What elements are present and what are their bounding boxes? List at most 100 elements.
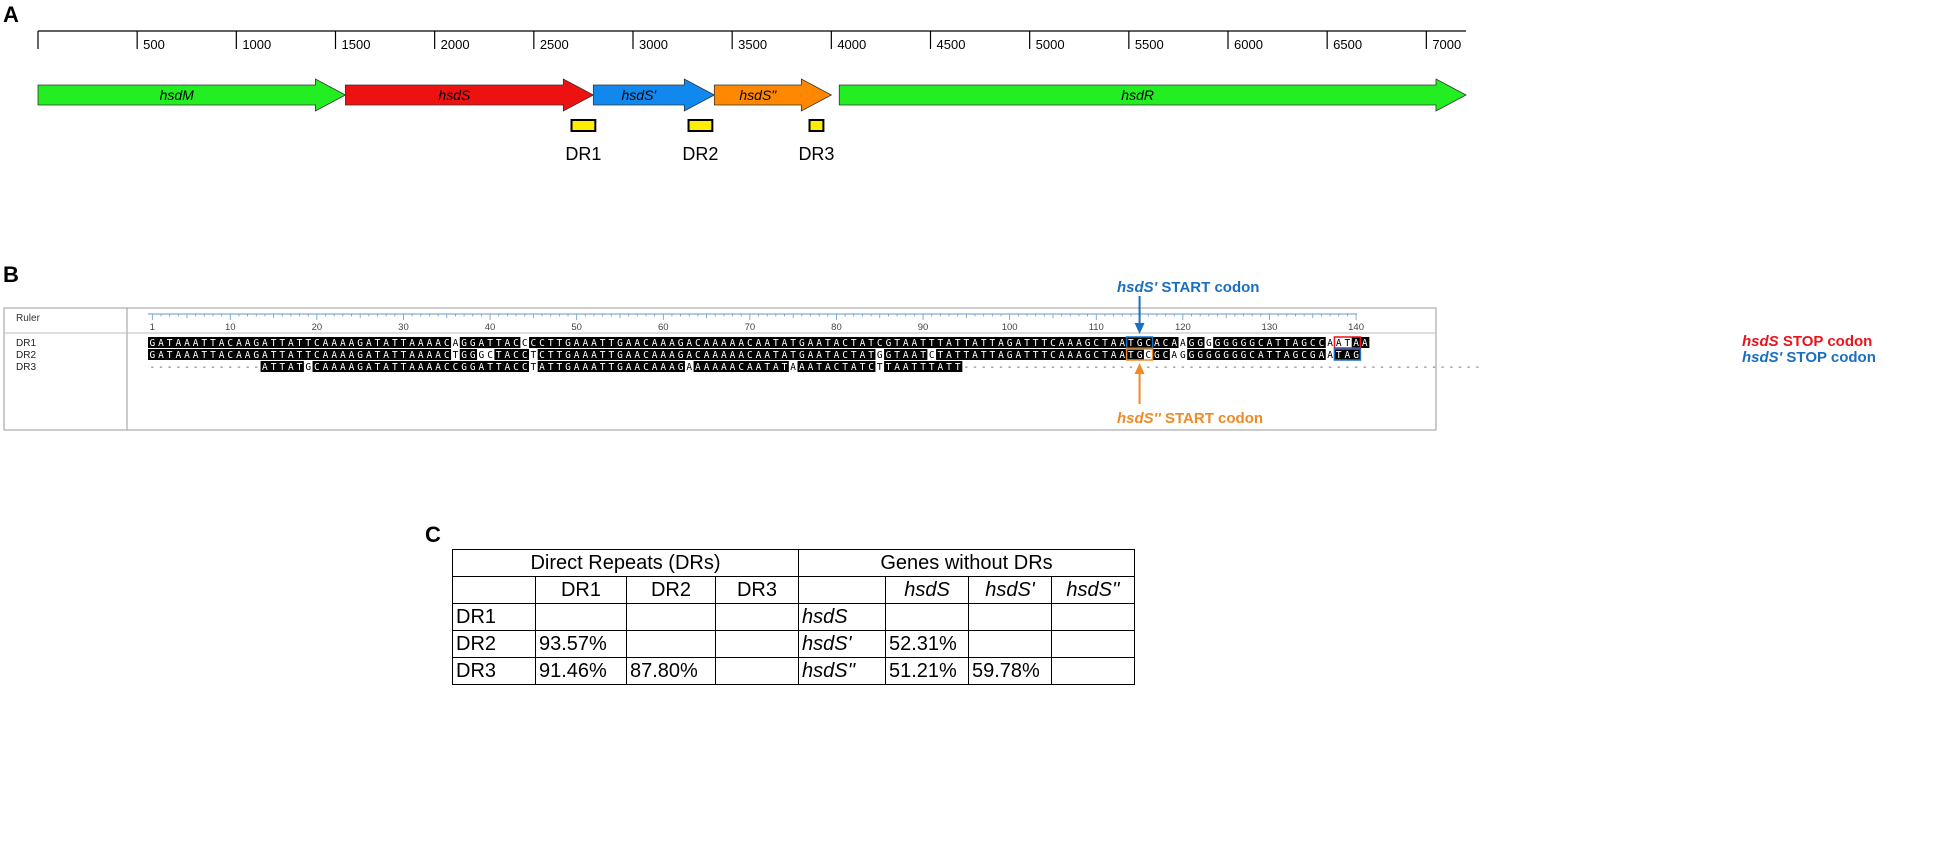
alignment-base: T: [271, 350, 277, 361]
alignment-cell: [641, 337, 651, 348]
alignment-cell: [918, 361, 928, 372]
alignment-cell: [485, 361, 495, 372]
alignment-base: T: [548, 338, 554, 349]
table-group-header-row: Direct Repeats (DRs) Genes without DRs: [452, 549, 1135, 577]
alignment-base: T: [825, 338, 831, 349]
alignment-base: T: [392, 362, 398, 373]
gene-arrow: [838, 78, 1467, 112]
alignment-base: A: [652, 350, 658, 361]
alignment-base: T: [210, 338, 216, 349]
alignment-cell: [381, 349, 391, 360]
alignment-base: A: [972, 338, 978, 349]
alignment-base: A: [704, 362, 710, 373]
alignment-ruler-tick-label: 80: [831, 322, 842, 333]
table-row: DR2 93.57% hsdS' 52.31%: [452, 630, 1135, 658]
alignment-base: A: [409, 350, 415, 361]
alignment-gap: -: [1405, 362, 1411, 373]
ruler-tick-label: 6500: [1333, 37, 1362, 52]
alignment-base: A: [349, 338, 355, 349]
alignment-base: A: [1067, 350, 1073, 361]
alignment-cell: [329, 337, 339, 348]
alignment-gap: -: [1197, 362, 1203, 373]
alignment-base: A: [998, 350, 1004, 361]
alignment-cell: [312, 349, 322, 360]
alignment-cell: [191, 337, 201, 348]
alignment-base: C: [487, 350, 493, 361]
alignment-cell: [1152, 349, 1162, 360]
alignment-cell: [581, 349, 590, 360]
alignment-base: A: [903, 338, 909, 349]
alignment-base: A: [816, 338, 822, 349]
alignment-cell: [1005, 337, 1015, 348]
alignment-cell: [1334, 349, 1344, 360]
alignment-cell: [243, 337, 253, 348]
alignment-row-label: DR2: [16, 350, 36, 361]
table-col-dr1: DR1: [535, 576, 627, 604]
alignment-base: G: [1232, 338, 1238, 349]
alignment-base: A: [184, 338, 190, 349]
alignment-base: A: [799, 362, 805, 373]
alignment-base: T: [886, 362, 892, 373]
alignment-cell: [650, 361, 660, 372]
alignment-gap: -: [1067, 362, 1073, 373]
alignment-base: T: [279, 362, 285, 373]
alignment-base: G: [1189, 350, 1195, 361]
alignment-base: A: [626, 338, 632, 349]
alignment-cell: [520, 361, 530, 372]
alignment-base: T: [894, 350, 900, 361]
alignment-cell: [537, 337, 547, 348]
alignment-gap: -: [989, 362, 995, 373]
alignment-base: C: [531, 338, 537, 349]
alignment-base: T: [790, 350, 796, 361]
repeat-label: DR3: [798, 144, 834, 164]
alignment-base: A: [1171, 338, 1177, 349]
alignment-base: T: [868, 350, 874, 361]
alignment-base: T: [375, 338, 381, 349]
alignment-cell: [780, 349, 790, 360]
alignment-base: A: [860, 350, 866, 361]
alignment-base: T: [1267, 350, 1273, 361]
alignment-base: A: [1293, 338, 1299, 349]
alignment-gap: -: [236, 362, 242, 373]
alignment-base: G: [565, 362, 571, 373]
alignment-cell: [788, 361, 798, 372]
alignment-base: A: [730, 338, 736, 349]
alignment-cell: [225, 349, 235, 360]
alignment-cell: [710, 337, 720, 348]
alignment-base: C: [747, 338, 753, 349]
alignment-cell: [858, 361, 868, 372]
alignment-cell: [451, 349, 461, 360]
alignment-base: G: [1085, 338, 1091, 349]
alignment-cell: [199, 337, 209, 348]
alignment-cell: [988, 349, 997, 360]
gene-arrow: [345, 78, 595, 112]
alignment-base: G: [678, 362, 684, 373]
alignment-cell: [658, 361, 668, 372]
alignment-base: A: [808, 350, 814, 361]
alignment-cell: [736, 337, 746, 348]
alignment-base: G: [1206, 350, 1212, 361]
alignment-base: A: [834, 338, 840, 349]
alignment-cell: [745, 337, 755, 348]
alignment-cell: [780, 361, 790, 372]
alignment-base: G: [357, 362, 363, 373]
alignment-base: T: [531, 350, 537, 361]
alignment-base: C: [643, 362, 649, 373]
alignment-cell: [390, 337, 400, 348]
alignment-base: T: [279, 338, 285, 349]
alignment-base: G: [799, 338, 805, 349]
alignment-base: A: [435, 350, 441, 361]
table-col-dr3: DR3: [715, 576, 799, 604]
panel-c-label: C: [425, 522, 441, 547]
hsdS-dprime-start-note: hsdS'' START codon: [1117, 410, 1263, 427]
alignment-base: A: [721, 338, 727, 349]
alignment-cell: [1014, 337, 1023, 348]
alignment-cell: [598, 349, 608, 360]
alignment-cell: [1239, 349, 1249, 360]
alignment-cell: [477, 337, 487, 348]
alignment-gap: -: [219, 362, 225, 373]
alignment-base: A: [695, 362, 701, 373]
alignment-cell: [1161, 349, 1171, 360]
alignment-base: A: [418, 350, 424, 361]
alignment-cell: [832, 337, 842, 348]
